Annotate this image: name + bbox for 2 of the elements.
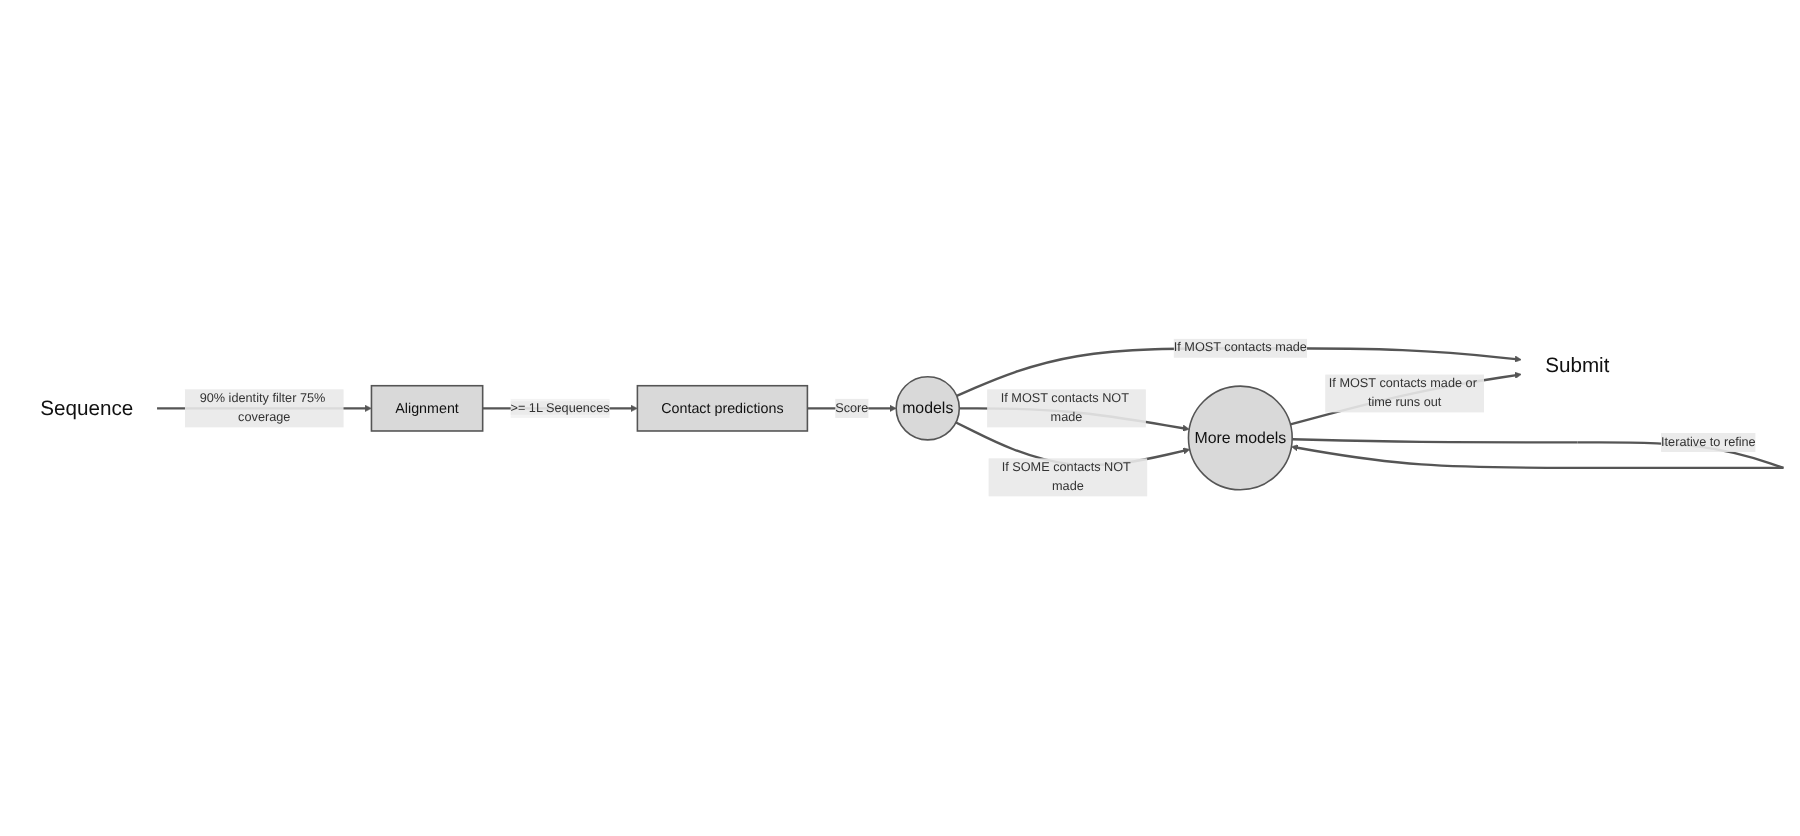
node-text: Sequence <box>40 396 134 421</box>
node-text: Submit <box>1545 354 1610 378</box>
